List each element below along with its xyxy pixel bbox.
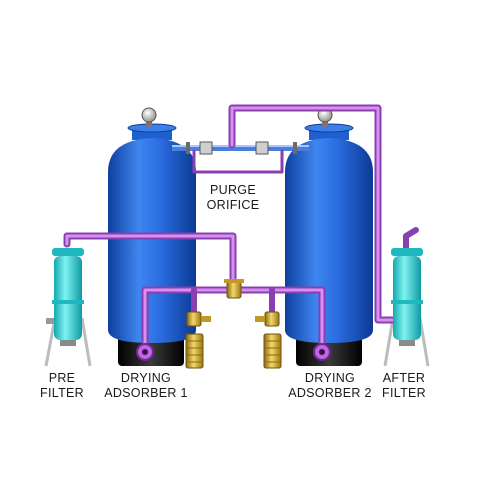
drying-adsorber-1-label-line2: ADSORBER 1 [104,386,188,400]
ball-valve-icon [255,311,280,327]
exhaust-silencer-icon [185,333,204,369]
purge-orifice-label: PURGE ORIFICE [190,183,276,213]
drying-adsorber-2-label: DRYING ADSORBER 2 [276,371,384,401]
drying-adsorber-2-tower [285,123,373,343]
purge-line [172,141,309,155]
purge-orifice-label-line2: ORIFICE [206,198,260,212]
pre-filter-body [46,248,84,346]
drying-adsorber-1-label-line1: DRYING [120,371,172,385]
ball-valve-icon [186,311,211,327]
pressure-gauge-icon [141,107,157,128]
pre-filter-label-line2: FILTER [40,386,84,400]
drying-adsorber-2-label-line1: DRYING [304,371,356,385]
after-filter-body [391,248,423,346]
drying-adsorber-1-label: DRYING ADSORBER 1 [92,371,200,401]
after-filter-label: AFTER FILTER [372,371,436,401]
tower-1-bottom-port [136,343,154,361]
pre-filter-label-line1: PRE [48,371,76,385]
ball-valve-icon [224,279,244,299]
after-filter-label-line2: FILTER [382,386,426,400]
exhaust-silencer-icon [263,333,282,369]
tower-2-bottom-port [313,343,331,361]
after-filter-stand [383,317,430,367]
purge-orifice-label-line1: PURGE [210,183,256,197]
after-filter-label-line1: AFTER [382,371,426,385]
pre-filter-stand [44,317,92,367]
pre-filter-label: PRE FILTER [34,371,90,401]
drying-adsorber-2-label-line2: ADSORBER 2 [288,386,372,400]
